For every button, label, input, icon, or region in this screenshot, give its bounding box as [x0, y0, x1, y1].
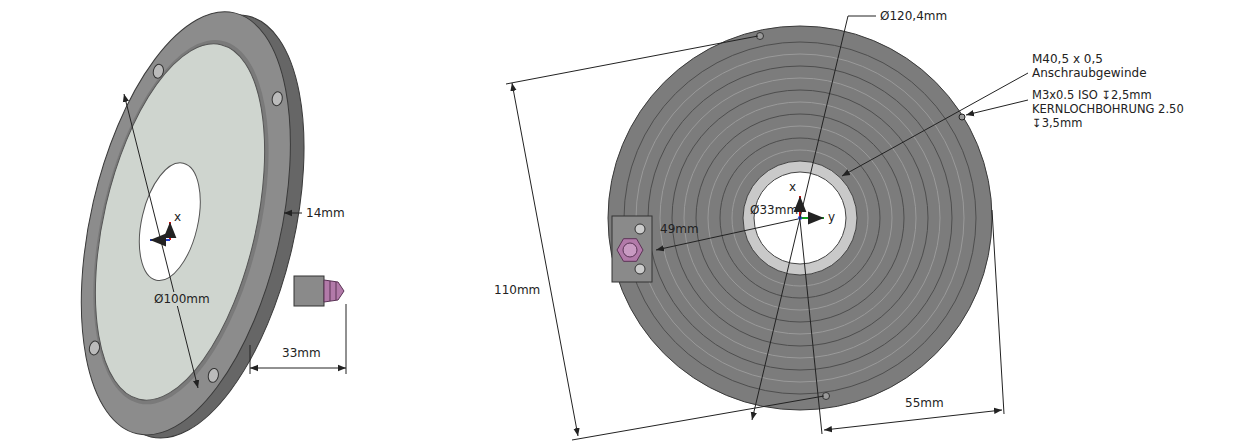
hole-note: M3x0.5 ISO ↧2,5mm KERNLOCHBOHRUNG 2.50 ↧…	[1032, 88, 1232, 130]
diameter-dimension: Ø33mm	[750, 203, 798, 217]
axis-label: x	[174, 210, 181, 224]
thread-note: M40,5 x 0,5 Anschraubgewinde	[1032, 52, 1162, 80]
radius-dimension: 55mm	[905, 396, 944, 410]
distance-dimension: 49mm	[660, 222, 699, 236]
axis-label: y	[828, 210, 835, 224]
diameter-dimension: Ø120,4mm	[880, 9, 947, 23]
diameter-dimension: Ø100mm	[152, 292, 212, 306]
ring-3d-view	[45, 0, 341, 443]
distance-dimension: 110mm	[494, 283, 540, 297]
depth-dimension: 33mm	[282, 346, 321, 360]
axis-label: x	[789, 180, 796, 194]
thickness-dimension: 14mm	[306, 206, 345, 220]
